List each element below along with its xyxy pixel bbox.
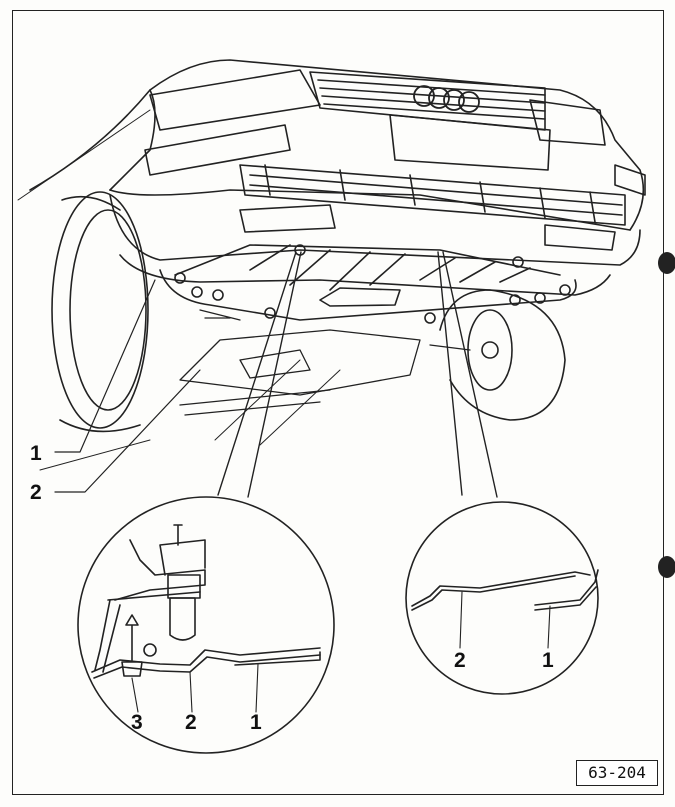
four-rings-logo bbox=[413, 85, 480, 113]
underbody-guard-plate bbox=[159, 244, 577, 324]
page-frame bbox=[12, 10, 664, 795]
ground-lines bbox=[17, 109, 341, 471]
callout-left-detail-2: 2 bbox=[185, 711, 197, 734]
callout-right-detail-2: 2 bbox=[454, 649, 466, 672]
main-callout-leaders bbox=[54, 279, 201, 493]
left-detail-circle bbox=[77, 496, 335, 754]
left-front-wheel bbox=[51, 191, 149, 433]
punch-hole-top bbox=[658, 252, 675, 274]
right-detail-circle bbox=[405, 501, 599, 695]
detail-leader-lines bbox=[217, 251, 498, 498]
callout-left-detail-3: 3 bbox=[131, 711, 143, 734]
car-body bbox=[29, 59, 646, 296]
callout-right-detail-1: 1 bbox=[542, 649, 554, 672]
right-front-wheel bbox=[439, 289, 566, 421]
figure-number-label: 63-204 bbox=[576, 760, 658, 786]
callout-main-1: 1 bbox=[30, 442, 42, 465]
callout-main-2: 2 bbox=[30, 481, 42, 504]
callout-left-detail-1: 1 bbox=[250, 711, 262, 734]
chassis-details bbox=[179, 309, 471, 416]
punch-hole-bottom bbox=[658, 556, 675, 578]
